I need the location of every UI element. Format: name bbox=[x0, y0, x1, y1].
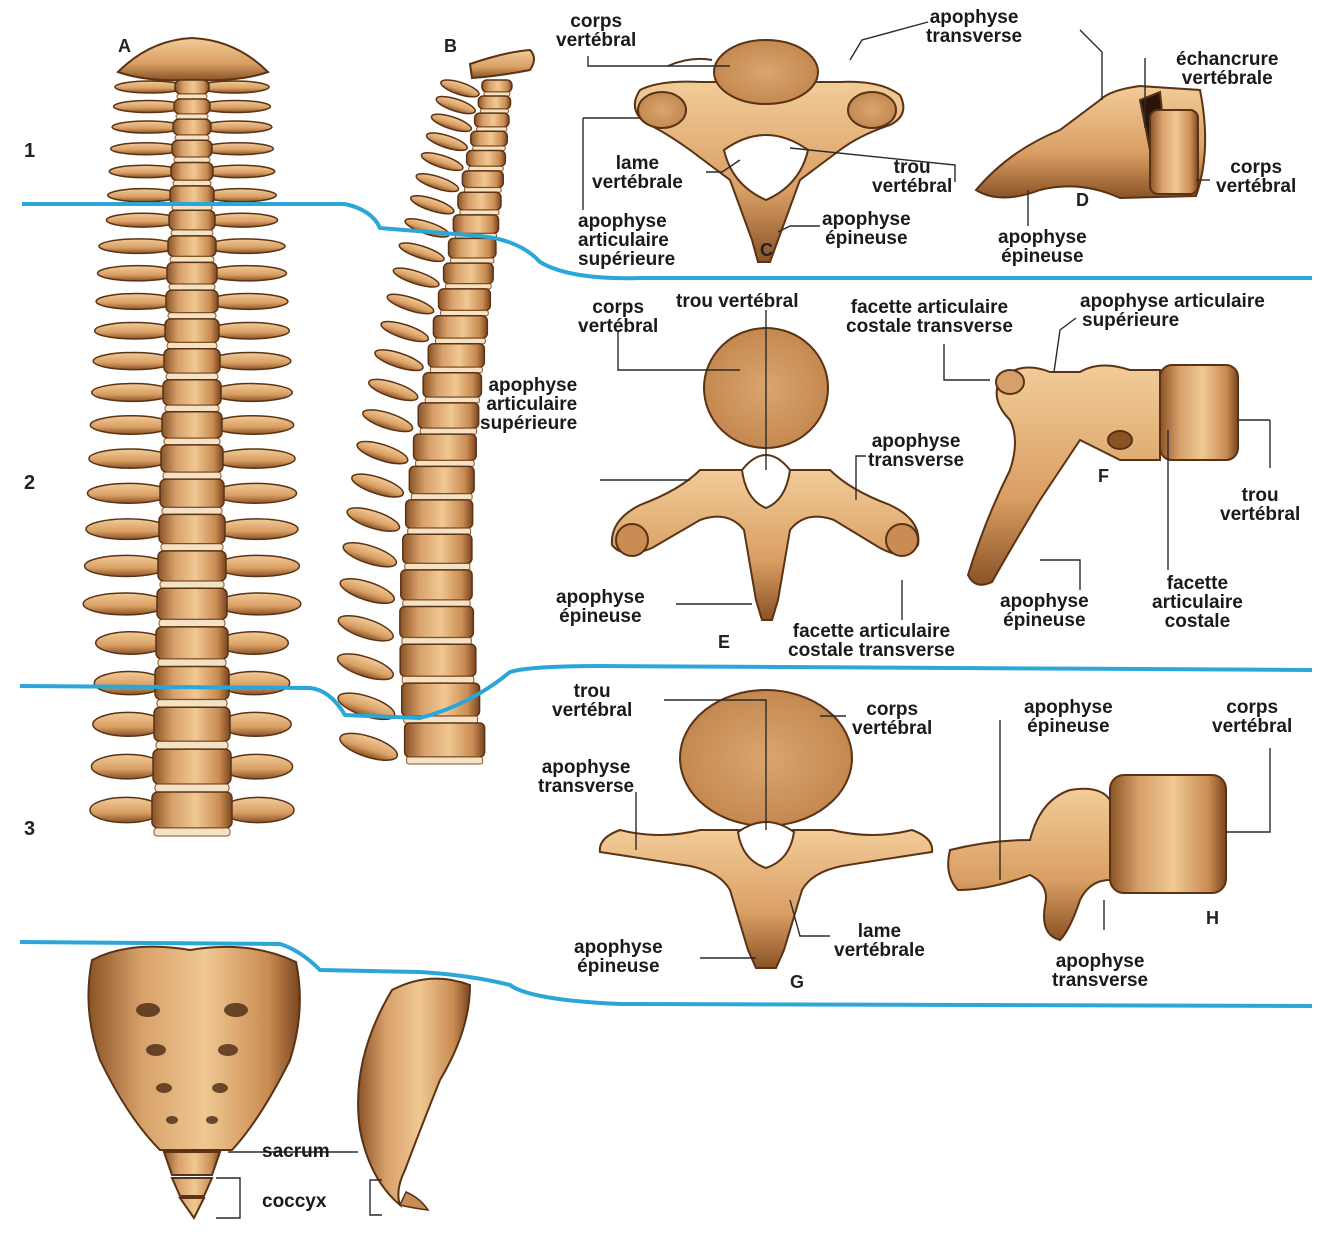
region-number-2: 2 bbox=[24, 472, 36, 494]
region-divider-lines bbox=[19, 202, 1313, 1008]
front-vertebra bbox=[89, 791, 295, 837]
region-number-1: 1 bbox=[24, 140, 36, 162]
side-vertebra bbox=[351, 465, 475, 501]
front-vertebra bbox=[92, 348, 292, 381]
front-vertebra bbox=[93, 318, 291, 350]
figure-letter-c: C bbox=[760, 240, 773, 260]
front-vertebra bbox=[114, 79, 270, 100]
side-vertebra bbox=[398, 237, 497, 264]
side-vertebra bbox=[362, 402, 480, 435]
front-vertebra bbox=[85, 513, 299, 552]
label-sacrum: sacrum bbox=[262, 1141, 330, 1162]
side-vertebra bbox=[339, 569, 473, 608]
front-vertebra bbox=[94, 626, 290, 668]
thoracic-vertebra-side-view bbox=[966, 364, 1239, 586]
side-vertebra bbox=[409, 191, 502, 216]
front-vertebra bbox=[92, 706, 292, 750]
side-vertebra bbox=[415, 170, 505, 193]
front-vertebra bbox=[109, 139, 275, 164]
front-vertebra bbox=[86, 478, 298, 515]
side-vertebra bbox=[392, 262, 494, 290]
side-vertebra bbox=[337, 605, 475, 645]
side-vertebra bbox=[425, 130, 508, 152]
front-vertebra bbox=[108, 161, 276, 187]
front-vertebra bbox=[91, 378, 293, 413]
figure-letter-b: B bbox=[444, 36, 457, 56]
figure-letter-e: E bbox=[718, 632, 731, 652]
side-vertebra bbox=[374, 342, 486, 374]
front-vertebra bbox=[107, 185, 277, 211]
cervical-vertebra-top-view bbox=[633, 39, 905, 263]
lumbar-vertebra-top-view bbox=[598, 689, 934, 969]
side-vertebra bbox=[435, 95, 512, 115]
side-vertebra bbox=[356, 433, 477, 467]
figure-letter-d: D bbox=[1076, 190, 1089, 210]
side-vertebra bbox=[440, 79, 513, 98]
label-e-trou-vertebral: trou vertébral bbox=[676, 291, 799, 312]
side-vertebra bbox=[336, 643, 477, 684]
front-vertebra bbox=[98, 235, 286, 263]
front-vertebra bbox=[96, 261, 288, 291]
cervical-vertebra-side-view bbox=[974, 84, 1207, 200]
side-vertebra bbox=[380, 315, 489, 345]
side-vertebra bbox=[386, 288, 492, 317]
front-vertebra bbox=[105, 209, 279, 237]
side-vertebra bbox=[430, 112, 510, 133]
front-vertebra bbox=[88, 444, 296, 480]
side-vertebra bbox=[346, 499, 474, 535]
thoracic-vertebra-top-view bbox=[610, 327, 920, 621]
side-vertebra bbox=[420, 149, 507, 172]
figure-letter-a: A bbox=[118, 36, 131, 56]
lumbar-vertebra-side-view bbox=[947, 774, 1227, 942]
spine-front-view bbox=[82, 36, 302, 1220]
front-vertebra bbox=[90, 748, 294, 793]
spine-side-view bbox=[336, 48, 535, 1211]
figure-letter-f: F bbox=[1098, 466, 1109, 486]
front-vertebra bbox=[111, 118, 273, 141]
side-vertebra bbox=[342, 533, 473, 571]
front-vertebra bbox=[89, 411, 295, 446]
front-vertebra bbox=[95, 289, 289, 320]
figure-letter-g: G bbox=[790, 972, 805, 992]
front-vertebra bbox=[82, 587, 302, 628]
figure-letter-h: H bbox=[1206, 908, 1219, 928]
region-number-3: 3 bbox=[24, 818, 36, 840]
side-vertebra bbox=[339, 722, 486, 765]
label-coccyx: coccyx bbox=[262, 1191, 327, 1212]
side-vertebra bbox=[337, 682, 481, 724]
leader-lines bbox=[216, 21, 1271, 1219]
front-vertebra bbox=[83, 550, 301, 589]
side-vertebra bbox=[368, 372, 483, 404]
front-vertebra bbox=[112, 98, 272, 120]
